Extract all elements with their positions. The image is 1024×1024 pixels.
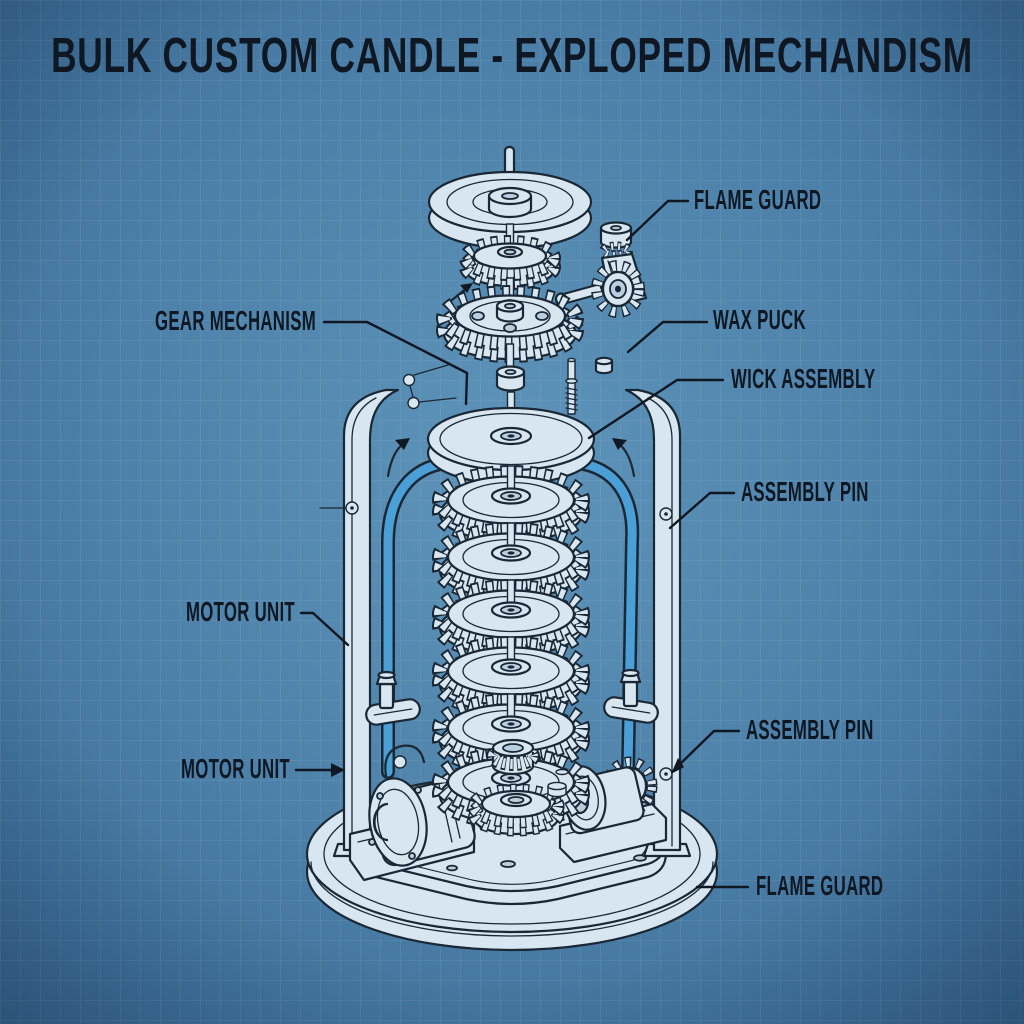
label-motor-unit-upper: MOTOR UNIT (186, 596, 295, 628)
top-plain-disc (426, 406, 596, 486)
label-assembly-pin-upper: ASSEMBLY PIN (741, 476, 869, 508)
gear-stack (440, 466, 582, 769)
leader-flame-guard-top (625, 199, 690, 242)
top-pulley-assembly (427, 145, 593, 250)
label-gear-mechanism: GEAR MECHANISM (155, 305, 316, 337)
label-wick-assembly: WICK ASSEMBLY (731, 363, 876, 395)
page-title: BULK CUSTOM CANDLE - EXPLOPED MECHANDISM (51, 28, 973, 83)
label-flame-guard-top: FLAME GUARD (694, 184, 821, 216)
rotation-arrow-right (612, 438, 636, 478)
upper-small-gear (459, 223, 561, 290)
label-flame-guard-bottom: FLAME GUARD (756, 870, 883, 902)
leader-motor-unit-upper (299, 611, 350, 647)
support-pillar-right (603, 388, 692, 858)
label-assembly-pin-lower: ASSEMBLY PIN (746, 714, 874, 746)
callouts: FLAME GUARD GEAR MECHANISM WAX PUCK WICK… (155, 184, 883, 902)
leader-wick-assembly (587, 378, 725, 440)
label-motor-unit-lower: MOTOR UNIT (181, 753, 290, 785)
label-wax-puck: WAX PUCK (713, 304, 806, 336)
leader-gear-mechanism (322, 320, 469, 406)
flame-guard-part (591, 221, 648, 318)
guide-tube-right (577, 457, 640, 779)
knurled-coupler (486, 738, 540, 776)
base-center-gear (467, 768, 569, 837)
exploded-small-parts (402, 343, 614, 435)
rotation-arrow-left (386, 438, 410, 478)
leader-wax-puck (626, 320, 709, 354)
leader-assembly-pin-upper (668, 491, 736, 530)
arrowhead-motor-unit-lower (331, 763, 345, 777)
guide-tube-left (381, 457, 447, 779)
leader-assembly-pin-lower (676, 729, 741, 768)
arrowhead-assembly-pin-lower (671, 758, 684, 774)
